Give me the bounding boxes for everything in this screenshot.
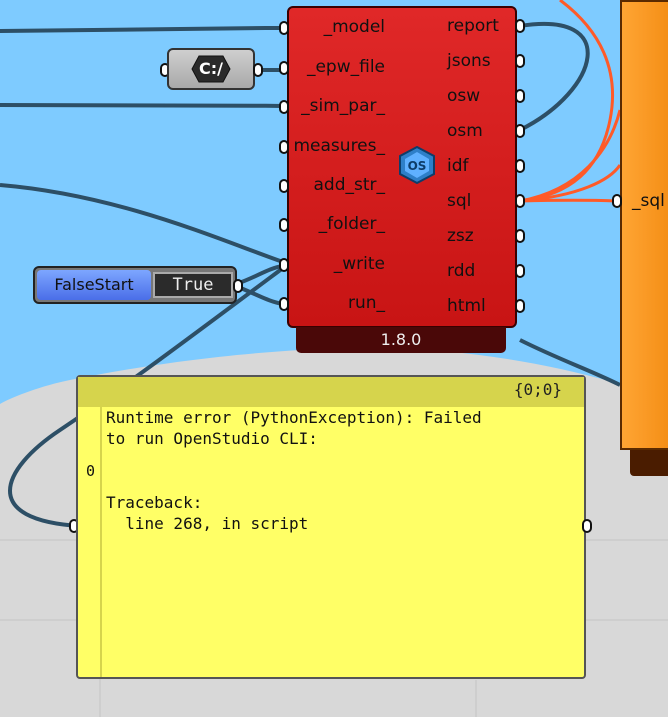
- output-rdd: rdd: [447, 261, 476, 281]
- port-sql[interactable]: [515, 194, 525, 208]
- port-epw-file[interactable]: [279, 61, 289, 75]
- input-run: run_: [347, 293, 385, 313]
- input-write: _write: [333, 254, 385, 274]
- toggle-name: FalseStart: [37, 270, 151, 300]
- panel-item-number: 0: [86, 462, 96, 480]
- port-write[interactable]: [279, 258, 289, 272]
- port-idf[interactable]: [515, 159, 525, 173]
- path-output-port[interactable]: [253, 63, 263, 77]
- port-report[interactable]: [515, 19, 525, 33]
- hexagon-path-icon: C:/: [191, 55, 231, 83]
- input-folder: _folder_: [318, 214, 385, 234]
- port-run[interactable]: [279, 297, 289, 311]
- input-model: _model: [323, 17, 385, 37]
- panel-gutter: [100, 407, 102, 677]
- panel-line: line 268, in script: [106, 514, 309, 533]
- text-panel[interactable]: {0;0} 0 Runtime error (PythonException):…: [76, 375, 586, 679]
- orange-input-port[interactable]: [612, 194, 622, 208]
- port-model[interactable]: [279, 21, 289, 35]
- input-measures: measures_: [293, 136, 386, 156]
- port-osm[interactable]: [515, 124, 525, 138]
- port-rdd[interactable]: [515, 264, 525, 278]
- port-sim-par[interactable]: [279, 100, 289, 114]
- panel-branch-index: {0;0}: [513, 380, 562, 399]
- output-html: html: [447, 296, 486, 316]
- component-version: 1.8.0: [296, 327, 506, 353]
- input-sim-par: _sim_par_: [301, 96, 385, 116]
- toggle-output-port[interactable]: [233, 279, 243, 293]
- svg-text:OS: OS: [408, 159, 427, 173]
- boolean-toggle[interactable]: FalseStart True: [33, 266, 237, 304]
- output-zsz: zsz: [447, 226, 474, 246]
- panel-line: Traceback:: [106, 493, 203, 512]
- path-component[interactable]: C:/: [167, 48, 255, 90]
- output-idf: idf: [447, 156, 469, 176]
- output-osm: osm: [447, 121, 483, 141]
- port-osw[interactable]: [515, 89, 525, 103]
- output-report: report: [447, 16, 499, 36]
- port-jsons[interactable]: [515, 54, 525, 68]
- output-jsons: jsons: [447, 51, 491, 71]
- panel-output-port[interactable]: [582, 519, 592, 533]
- orange-component[interactable]: [620, 0, 668, 450]
- orange-input-label: _sql: [632, 191, 665, 211]
- path-label: C:/: [199, 59, 223, 78]
- panel-line: Runtime error (PythonException): Failed: [106, 408, 482, 427]
- output-sql: sql: [447, 191, 472, 211]
- openstudio-icon: OS: [398, 145, 436, 185]
- input-add-str: add_str_: [313, 175, 385, 195]
- port-folder[interactable]: [279, 218, 289, 232]
- panel-header: {0;0}: [78, 377, 584, 407]
- input-epw-file: _epw_file: [306, 57, 385, 77]
- port-html[interactable]: [515, 299, 525, 313]
- panel-line: to run OpenStudio CLI:: [106, 429, 318, 448]
- output-osw: osw: [447, 86, 481, 106]
- port-add-str[interactable]: [279, 179, 289, 193]
- toggle-value[interactable]: True: [153, 272, 233, 298]
- orange-component-footer: [630, 450, 668, 476]
- port-measures[interactable]: [279, 140, 289, 154]
- port-zsz[interactable]: [515, 229, 525, 243]
